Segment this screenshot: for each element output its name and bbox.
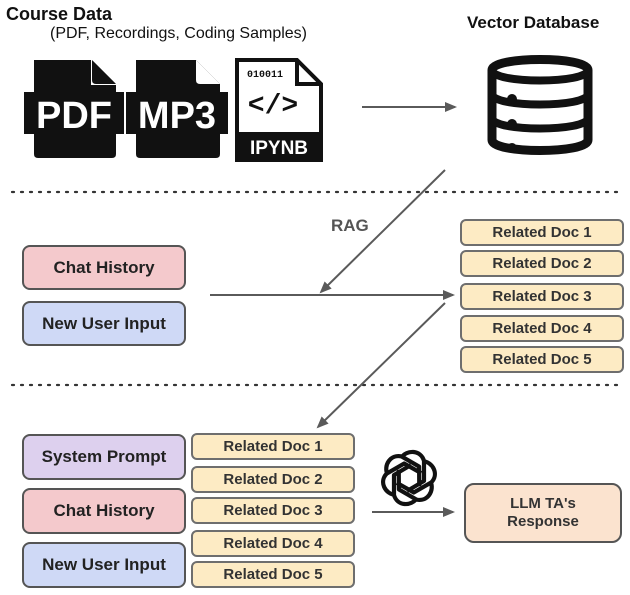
middle-related-doc-4: Related Doc 4	[460, 315, 624, 342]
mp3-file-icon: MP3	[126, 60, 228, 158]
bottom-related-doc-2: Related Doc 2	[191, 466, 355, 493]
middle-related-doc-5: Related Doc 5	[460, 346, 624, 373]
openai-logo-icon	[381, 449, 437, 507]
new-user-input-box: New User Input	[22, 301, 186, 346]
mp3-label: MP3	[138, 95, 216, 137]
middle-related-doc-3: Related Doc 3	[460, 283, 624, 310]
rag-label: RAG	[331, 216, 369, 235]
edge-related-docs-to-prompt	[316, 302, 446, 429]
bottom-related-doc-4: Related Doc 4	[191, 530, 355, 557]
binary-code-text: 010011	[247, 70, 283, 81]
database-icon	[487, 55, 593, 155]
bottom-new-user-input-box: New User Input	[22, 542, 186, 588]
middle-related-doc-2: Related Doc 2	[460, 250, 624, 277]
ipynb-label: IPYNB	[250, 138, 308, 159]
notebook-file-icon: 010011 </> IPYNB	[235, 58, 323, 162]
pdf-label: PDF	[36, 95, 112, 137]
middle-related-doc-1: Related Doc 1	[460, 219, 624, 246]
chat-history-box: Chat History	[22, 245, 186, 290]
bottom-related-doc-1: Related Doc 1	[191, 433, 355, 460]
llm-response-box: LLM TA's Response	[464, 483, 622, 543]
system-prompt-box: System Prompt	[22, 434, 186, 480]
pdf-file-icon: PDF	[24, 60, 124, 158]
course-data-title: Course Data	[6, 4, 113, 24]
bottom-related-doc-3: Related Doc 3	[191, 497, 355, 524]
bottom-related-doc-5: Related Doc 5	[191, 561, 355, 588]
llm-response-label: LLM TA's Response	[507, 495, 579, 530]
course-data-subtitle: (PDF, Recordings, Coding Samples)	[50, 25, 307, 42]
code-glyph: </>	[248, 91, 298, 122]
edge-database-to-rag	[319, 169, 446, 294]
vector-database-title: Vector Database	[467, 13, 600, 32]
bottom-chat-history-box: Chat History	[22, 488, 186, 534]
